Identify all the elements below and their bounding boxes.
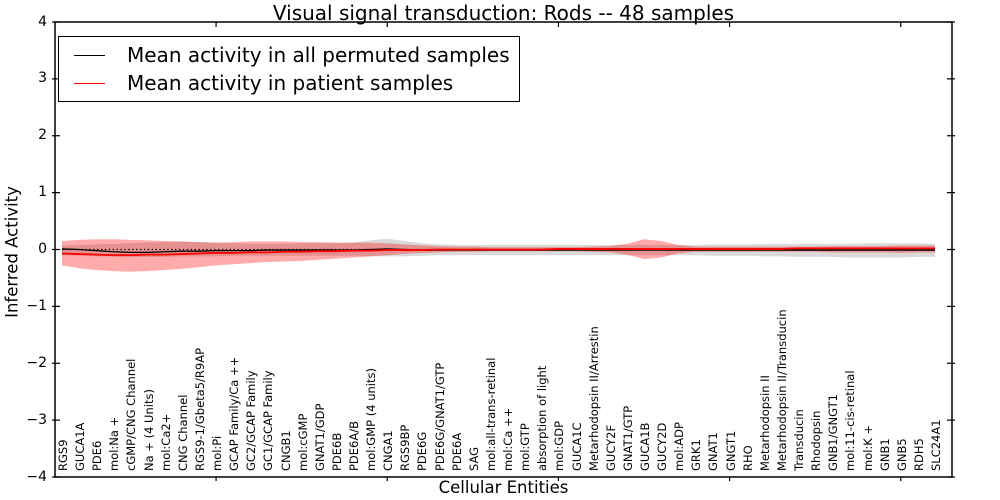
y-tick-label: −1 (26, 297, 47, 314)
x-entity-label: PDE6 (90, 440, 105, 471)
legend-label-patient: Mean activity in patient samples (127, 71, 454, 95)
y-tick-label: 1 (38, 184, 47, 201)
x-entity-label: cGMP/CNG Channel (124, 358, 139, 471)
x-entity-label: mol:GDP (552, 420, 567, 471)
x-axis-title: Cellular Entities (438, 478, 569, 497)
x-entity-label: GNAT1 (706, 432, 721, 471)
x-entity-label: CNG Channel (175, 394, 190, 471)
x-entity-label: RGS9 (56, 439, 70, 471)
y-tick-label: −3 (26, 411, 47, 428)
x-entity-label: GNB5 (894, 438, 909, 471)
chart-title: Visual signal transduction: Rods -- 48 s… (272, 1, 735, 25)
x-entity-label: GUCY2F (603, 424, 618, 471)
x-entity-label: SAG (466, 446, 481, 471)
x-entity-label: GNGT1 (723, 430, 738, 471)
x-entity-label: CNGA1 (381, 430, 396, 471)
x-entity-label: GNB1/GNGT1 (826, 394, 841, 471)
x-entity-label: mol:11-cis-retinal (843, 370, 858, 471)
x-entity-label: GC1/GCAP Family (261, 370, 276, 471)
legend-line-sample-permuted (74, 54, 105, 56)
x-entity-label: GC2/GCAP Family (244, 370, 259, 471)
x-entity-label: mol:Pi (210, 435, 225, 471)
x-entity-label: absorption of light (535, 365, 550, 471)
x-entity-label: PDE6A (449, 432, 464, 471)
patient-mean-line (61, 247, 935, 257)
x-entity-label: GNB1 (877, 438, 892, 471)
x-entity-label: RHO (740, 445, 755, 471)
x-entity-label: GCAP Family/Ca ++ (227, 356, 242, 471)
y-tick-label: 2 (38, 127, 47, 144)
y-tick-label: −4 (26, 468, 47, 485)
x-entity-label: mol:Ca ++ (501, 407, 516, 471)
x-entity-label: GUCA1B (638, 422, 652, 471)
x-entity-label: mol:GMP (4 units) (364, 368, 379, 471)
x-entity-label: CNGB1 (278, 430, 293, 471)
legend-item-permuted: Mean activity in all permuted samples (59, 41, 519, 69)
x-entity-label: mol:Ca2+ (158, 413, 173, 471)
x-entity-label: PDE6G (415, 431, 430, 471)
x-entity-label: RGS9-1/Gbeta5/R9AP (192, 347, 207, 471)
y-tick-label: 4 (38, 13, 47, 30)
x-entity-label: Metarhodopsin II (757, 375, 772, 471)
x-entity-label: RDH5 (911, 438, 926, 471)
legend-line-sample-patient (74, 82, 105, 84)
x-entity-label: Metarhodopsin II/Transducin (774, 309, 789, 471)
legend: Mean activity in all permuted samples Me… (58, 36, 520, 102)
x-entity-label: GNAT1/GDP (312, 403, 327, 471)
x-entity-label: GUCA1A (73, 422, 88, 471)
x-entity-label: PDE6B (329, 432, 344, 471)
x-entity-label: GUCY2D (655, 422, 670, 471)
legend-item-patient: Mean activity in patient samples (59, 69, 519, 97)
x-entity-label: Transducin (792, 409, 807, 471)
x-entity-label: mol:Na + (107, 416, 122, 471)
x-entity-label: GRK1 (689, 439, 704, 471)
y-tick-label: 3 (38, 70, 47, 87)
x-entity-label: GNAT1/GTP (620, 405, 635, 471)
y-tick-label: −2 (26, 354, 47, 371)
y-tick-label: 0 (38, 241, 47, 257)
x-entity-label: PDE6A/B (347, 420, 361, 471)
legend-label-permuted: Mean activity in all permuted samples (127, 43, 510, 67)
x-entity-label: mol:all-trans-retinal (483, 357, 498, 471)
x-entity-label: mol:GTP (518, 423, 533, 471)
x-entity-label: Na + (4 Units) (141, 389, 156, 471)
x-entity-label: SLC24A1 (929, 419, 943, 471)
x-entity-label: mol:K + (860, 424, 875, 471)
x-entity-label: Rhodopsin (809, 410, 824, 471)
x-entity-label: mol:cGMP (295, 413, 310, 471)
x-entity-label: Metarhodopsin II/Arrestin (586, 326, 601, 471)
x-entity-label: PDE6G/GNAT1/GTP (432, 362, 447, 471)
x-entity-label: GUCA1C (569, 422, 584, 471)
x-entity-label: RGS9BP (398, 424, 413, 471)
patient-std-band (62, 239, 935, 272)
x-entity-label: mol:ADP (672, 422, 687, 471)
